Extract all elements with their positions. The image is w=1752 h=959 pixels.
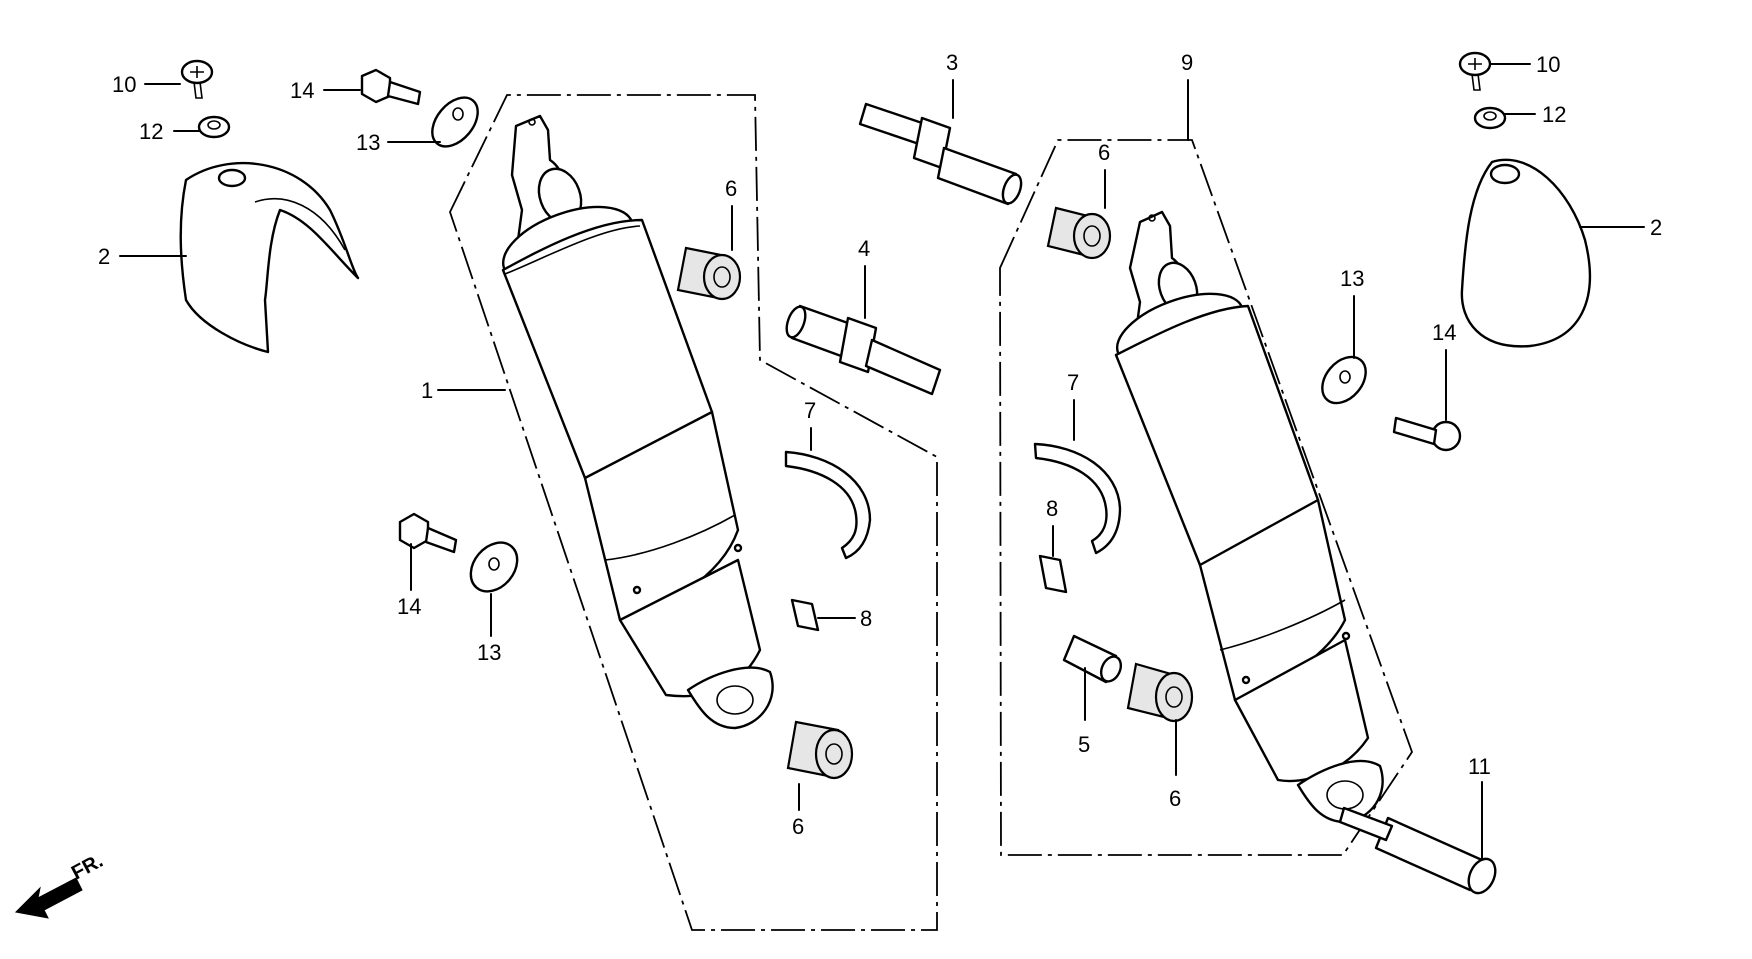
shock-cap-left bbox=[179, 161, 360, 354]
stopper-ring-7-left bbox=[784, 450, 872, 560]
stopper-ring-7-right bbox=[1033, 442, 1122, 555]
washer-12-right bbox=[1473, 106, 1507, 130]
key-8-right bbox=[1038, 554, 1068, 594]
callout-9: 9 bbox=[1181, 50, 1193, 75]
bolt-14-top-left bbox=[360, 68, 422, 106]
bushing-6-bottom-right bbox=[1126, 662, 1194, 723]
callout-11: 11 bbox=[1468, 754, 1491, 779]
callout-6-bottom-left: 6 bbox=[792, 814, 804, 839]
callout-6-top-left: 6 bbox=[725, 176, 737, 201]
collar-5 bbox=[1062, 634, 1123, 684]
callout-1: 1 bbox=[421, 378, 433, 403]
callout-labels: 10 12 2 14 13 1 3 6 4 7 8 6 14 13 9 6 10… bbox=[98, 50, 1662, 839]
shock-assembly-1-boundary bbox=[449, 94, 938, 931]
callout-7-left: 7 bbox=[804, 398, 816, 423]
callout-3: 3 bbox=[946, 50, 958, 75]
callout-14-mid-left: 14 bbox=[397, 594, 421, 619]
leader-lines bbox=[119, 63, 1645, 861]
callout-2-left: 2 bbox=[98, 244, 110, 269]
stud-bolt-3 bbox=[858, 102, 1023, 206]
callout-14-top-left: 14 bbox=[290, 78, 314, 103]
bolt-14-right bbox=[1392, 416, 1462, 452]
shock-absorber-right bbox=[1114, 210, 1384, 824]
callout-6-bottom-right: 6 bbox=[1169, 786, 1181, 811]
callout-10-right: 10 bbox=[1536, 52, 1560, 77]
screw-10-left bbox=[180, 59, 214, 99]
callout-13-mid-left: 13 bbox=[477, 640, 501, 665]
callout-8-left: 8 bbox=[860, 606, 872, 631]
key-8-left bbox=[790, 598, 820, 632]
washer-12-left bbox=[197, 115, 231, 139]
callout-14-right: 14 bbox=[1432, 320, 1456, 345]
front-direction-arrow-icon bbox=[14, 877, 83, 919]
callout-13-top-left: 13 bbox=[356, 130, 380, 155]
callout-6-top-right: 6 bbox=[1098, 140, 1110, 165]
bushing-6-top-right bbox=[1046, 206, 1112, 260]
callout-4: 4 bbox=[858, 236, 870, 261]
callout-7-right: 7 bbox=[1067, 370, 1079, 395]
callout-12-left: 12 bbox=[139, 119, 163, 144]
bolt-14-mid-left bbox=[398, 512, 458, 554]
washer-13-top bbox=[431, 96, 479, 148]
bushing-6-bottom-left bbox=[786, 720, 854, 780]
shock-cap-right bbox=[1460, 158, 1592, 348]
callout-12-right: 12 bbox=[1542, 102, 1566, 127]
washer-13-left bbox=[469, 541, 519, 593]
screw-10-right bbox=[1458, 51, 1492, 91]
stud-bolt-4 bbox=[785, 304, 942, 396]
callout-5: 5 bbox=[1078, 732, 1090, 757]
callout-13-right: 13 bbox=[1340, 266, 1364, 291]
front-direction-indicator: FR. bbox=[14, 850, 107, 919]
washer-13-right bbox=[1321, 355, 1367, 405]
callout-10-left: 10 bbox=[112, 72, 136, 97]
bushing-6-top-left bbox=[676, 246, 742, 301]
shock-absorber-left bbox=[501, 114, 774, 730]
callout-8-right: 8 bbox=[1046, 496, 1058, 521]
callout-2-right: 2 bbox=[1650, 215, 1662, 240]
bolt-11 bbox=[1338, 806, 1497, 895]
shock-assembly-9-boundary bbox=[999, 139, 1414, 856]
